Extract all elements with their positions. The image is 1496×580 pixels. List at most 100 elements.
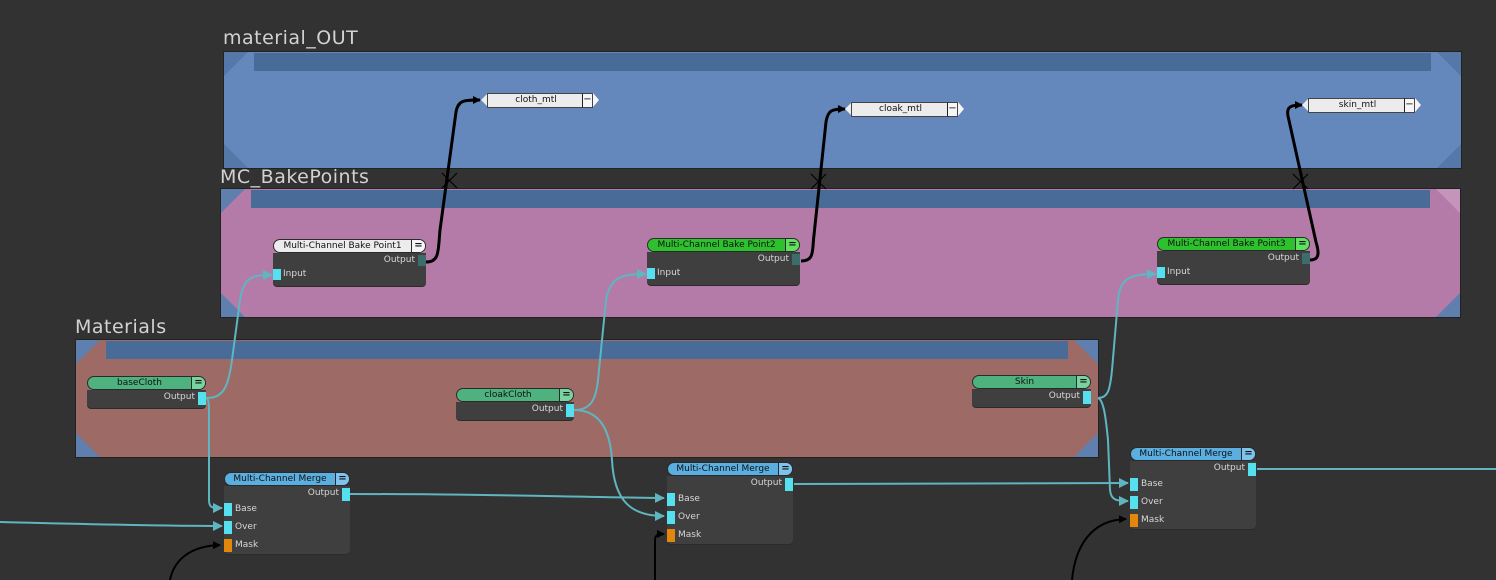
wire-basecloth-to-bakepoint1[interactable] [205, 270, 273, 399]
node-merge-1[interactable]: Multi-Channel Merge = Output Base Over M… [224, 472, 350, 554]
mask-input-port[interactable] [1130, 514, 1138, 527]
menu-icon[interactable]: = [411, 240, 425, 252]
base-input-port[interactable] [1130, 478, 1138, 491]
minus-icon[interactable]: − [1404, 98, 1415, 113]
node-body: Output Base Over Mask [667, 476, 793, 544]
output-port[interactable] [1083, 391, 1091, 404]
menu-icon[interactable]: = [335, 473, 349, 485]
node-header[interactable]: Multi-Channel Bake Point3 = [1157, 237, 1310, 251]
backdrop-header-bar[interactable] [254, 53, 1431, 71]
output-label: Output [163, 392, 195, 402]
node-bake-point-2[interactable]: Multi-Channel Bake Point2 = Output Input [647, 238, 800, 285]
minus-icon[interactable]: − [947, 102, 958, 117]
wire-skin-to-merge3-over[interactable] [1097, 397, 1129, 506]
resize-handle-top-right[interactable] [1074, 340, 1098, 364]
node-bake-point-3[interactable]: Multi-Channel Bake Point3 = Output Input [1157, 237, 1310, 284]
resize-handle-top-left[interactable] [224, 52, 248, 76]
resize-handle-bottom-right[interactable] [1436, 293, 1460, 317]
menu-icon[interactable]: = [1295, 238, 1309, 250]
wire-merge2-to-merge3-base[interactable] [793, 478, 1129, 489]
input-port[interactable] [647, 268, 655, 279]
node-header[interactable]: Multi-Channel Bake Point2 = [647, 238, 800, 252]
resize-handle-top-left[interactable] [76, 340, 100, 364]
resize-handle-bottom-right[interactable] [1074, 433, 1098, 457]
backdrop-header-bar[interactable] [251, 190, 1430, 208]
node-merge-2[interactable]: Multi-Channel Merge = Output Base Over M… [667, 462, 793, 544]
output-port[interactable] [566, 404, 574, 417]
node-header[interactable]: baseCloth = [87, 376, 206, 390]
wire-crossing-icon [441, 172, 1309, 190]
node-header[interactable]: Skin = [972, 375, 1091, 389]
input-port[interactable] [273, 269, 281, 280]
dot-label: skin_mtl [1308, 98, 1407, 113]
wire-to-merge3-mask[interactable] [1071, 515, 1127, 580]
wire-to-merge2-mask[interactable] [654, 530, 665, 580]
resize-handle-top-left[interactable] [221, 189, 245, 213]
node-title: Multi-Channel Bake Point3 [1167, 239, 1286, 249]
menu-icon[interactable]: = [778, 463, 792, 475]
mask-label: Mask [235, 540, 259, 550]
resize-handle-top-right[interactable] [1437, 52, 1461, 76]
wire-skin-to-bakepoint3[interactable] [1097, 269, 1157, 399]
over-input-port[interactable] [1130, 496, 1138, 509]
base-input-port[interactable] [224, 503, 232, 516]
resize-handle-bottom-left[interactable] [76, 433, 100, 457]
wire-basecloth-to-merge1-base[interactable] [205, 397, 223, 513]
output-port[interactable] [198, 392, 206, 405]
node-material-skin[interactable]: Skin = Output [972, 375, 1091, 407]
over-label: Over [1141, 497, 1163, 507]
menu-icon[interactable]: = [191, 377, 205, 389]
wire-bakepoint1-to-cloth-mtl[interactable] [425, 96, 481, 264]
menu-icon[interactable]: = [785, 239, 799, 251]
mask-label: Mask [678, 530, 702, 540]
node-title: Multi-Channel Merge [676, 464, 770, 474]
node-body: Output Input [647, 252, 800, 285]
node-header[interactable]: Multi-Channel Merge = [1130, 447, 1256, 461]
output-port[interactable] [1302, 253, 1310, 264]
node-material-basecloth[interactable]: baseCloth = Output [87, 376, 206, 408]
output-port[interactable] [792, 254, 800, 265]
over-input-port[interactable] [224, 521, 232, 534]
node-material-cloakcloth[interactable]: cloakCloth = Output [456, 388, 574, 420]
wire-external-to-merge1-over[interactable] [0, 520, 223, 531]
menu-icon[interactable]: = [1241, 448, 1255, 460]
node-body: Output Base Over Mask [224, 486, 350, 554]
backdrop-material-out[interactable] [223, 51, 1462, 169]
backdrop-materials[interactable] [75, 339, 1099, 458]
over-input-port[interactable] [667, 511, 675, 524]
backdrop-title-material-out: material_OUT [223, 27, 359, 49]
minus-icon[interactable]: − [582, 93, 593, 108]
resize-handle-bottom-right[interactable] [1437, 144, 1461, 168]
output-port[interactable] [342, 488, 350, 501]
dot-input-notch [481, 93, 488, 107]
mask-input-port[interactable] [224, 539, 232, 552]
output-port[interactable] [785, 478, 793, 491]
node-header[interactable]: cloakCloth = [456, 388, 574, 402]
node-header[interactable]: Multi-Channel Bake Point1 = [273, 239, 426, 253]
wire-to-merge1-mask[interactable] [169, 541, 221, 580]
resize-handle-top-right[interactable] [1436, 189, 1460, 213]
output-label: Output [383, 255, 415, 265]
node-header[interactable]: Multi-Channel Merge = [667, 462, 793, 476]
output-port[interactable] [1248, 463, 1256, 476]
resize-handle-bottom-left[interactable] [224, 144, 248, 168]
input-port[interactable] [1157, 267, 1165, 278]
base-input-port[interactable] [667, 493, 675, 506]
dot-label: cloak_mtl [851, 102, 950, 117]
dot-output-notch [958, 102, 964, 116]
menu-icon[interactable]: = [559, 389, 573, 401]
node-merge-3[interactable]: Multi-Channel Merge = Output Base Over M… [1130, 447, 1256, 529]
output-port[interactable] [418, 255, 426, 266]
wire-cloakcloth-to-bakepoint2[interactable] [573, 269, 647, 411]
backdrop-header-bar[interactable] [106, 341, 1068, 359]
output-dot-cloak-mtl[interactable]: cloak_mtl − [845, 102, 964, 117]
node-header[interactable]: Multi-Channel Merge = [224, 472, 350, 486]
output-label: Output [531, 404, 563, 414]
wire-cloakcloth-to-merge2-over[interactable] [573, 409, 665, 521]
wire-merge1-to-merge2-base[interactable] [349, 492, 665, 503]
node-bake-point-1[interactable]: Multi-Channel Bake Point1 = Output Input [273, 239, 426, 286]
output-dot-cloth-mtl[interactable]: cloth_mtl − [481, 93, 599, 108]
menu-icon[interactable]: = [1076, 376, 1090, 388]
output-dot-skin-mtl[interactable]: skin_mtl − [1302, 98, 1421, 113]
mask-input-port[interactable] [667, 529, 675, 542]
